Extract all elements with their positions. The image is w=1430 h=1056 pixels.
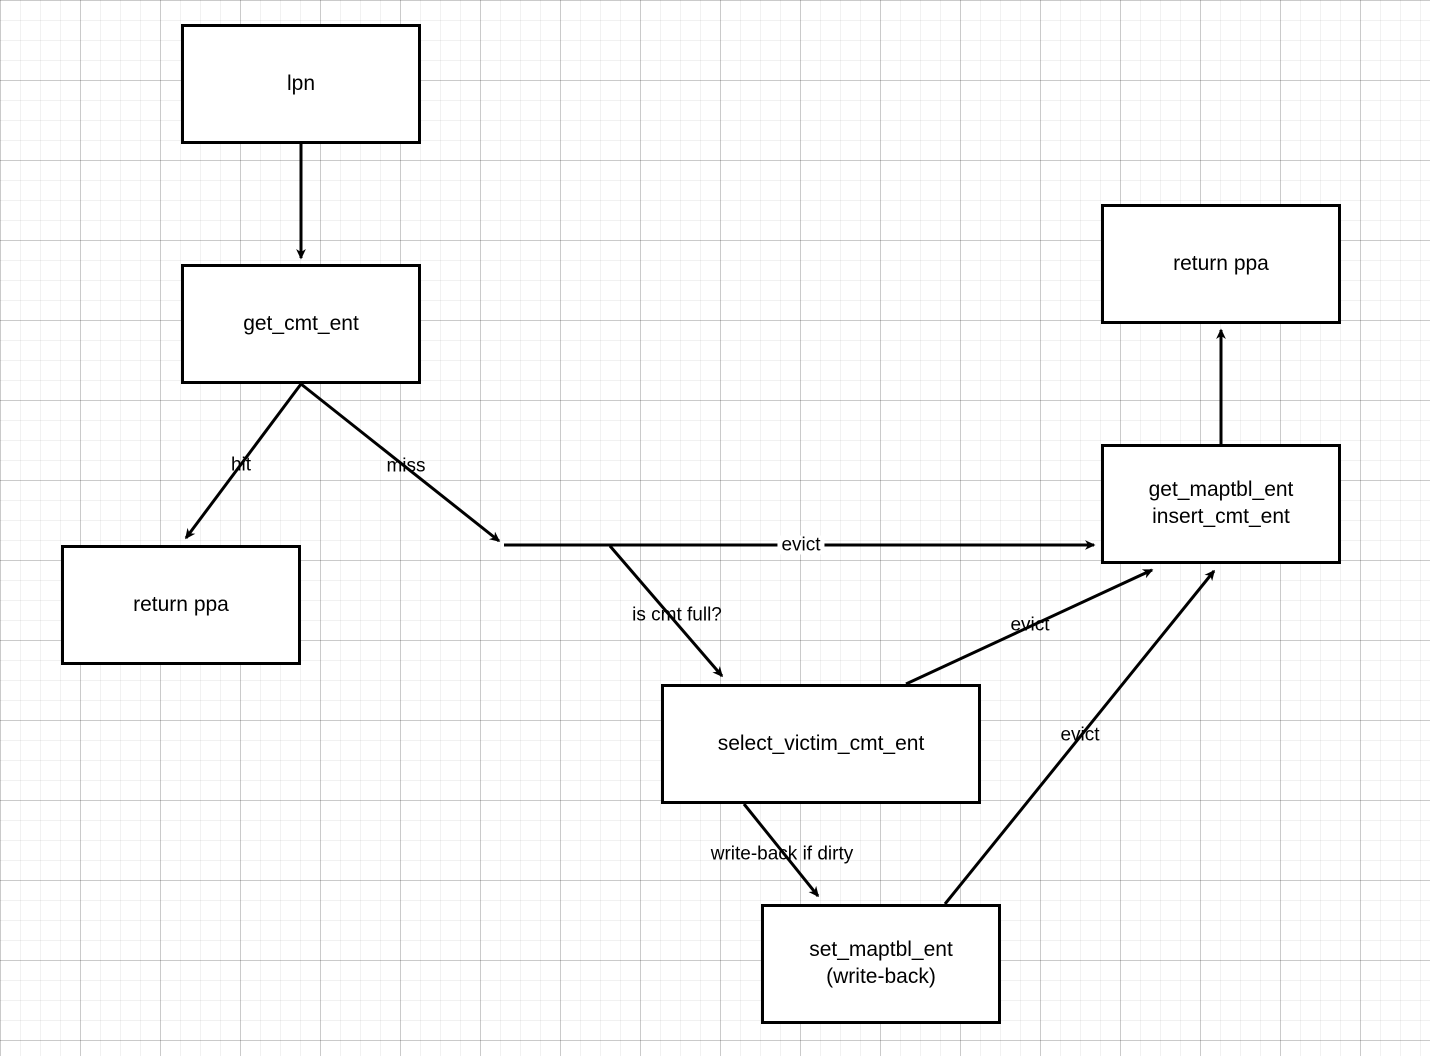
edge-label-miss: miss: [386, 455, 426, 477]
node-lpn-label: lpn: [286, 71, 316, 95]
node-set-maptbl-ent[interactable]: set_maptbl_ent (write-back): [761, 904, 1001, 1024]
node-select-victim-cmt-ent[interactable]: select_victim_cmt_ent: [661, 684, 981, 804]
node-get-maptbl-ent-insert-cmt-ent[interactable]: get_maptbl_ent insert_cmt_ent: [1101, 444, 1341, 564]
edge-label-evict-select-victim: evict: [1010, 614, 1050, 636]
node-set-maptbl-ent-label: set_maptbl_ent (write-back): [809, 938, 953, 988]
edge-label-hit: hit: [230, 454, 252, 476]
node-select-victim-cmt-ent-label: select_victim_cmt_ent: [717, 731, 925, 755]
node-get-cmt-ent-label: get_cmt_ent: [243, 311, 359, 335]
node-get-cmt-ent[interactable]: get_cmt_ent: [181, 264, 421, 384]
node-get-maptbl-ent-insert-cmt-ent-label: get_maptbl_ent insert_cmt_ent: [1148, 478, 1294, 528]
edge-label-evict-horizontal: evict: [777, 535, 825, 555]
edge-label-write-back-if-dirty: write-back if dirty: [710, 843, 854, 865]
node-return-ppa-right-label: return ppa: [1173, 251, 1269, 275]
node-return-ppa-left[interactable]: return ppa: [61, 545, 301, 665]
node-lpn[interactable]: lpn: [181, 24, 421, 144]
node-return-ppa-left-label: return ppa: [133, 592, 229, 616]
edge-label-evict-set-maptbl: evict: [1060, 724, 1100, 746]
node-return-ppa-right[interactable]: return ppa: [1101, 204, 1341, 324]
edge-label-is-cmt-full: is cmt full?: [632, 604, 722, 626]
